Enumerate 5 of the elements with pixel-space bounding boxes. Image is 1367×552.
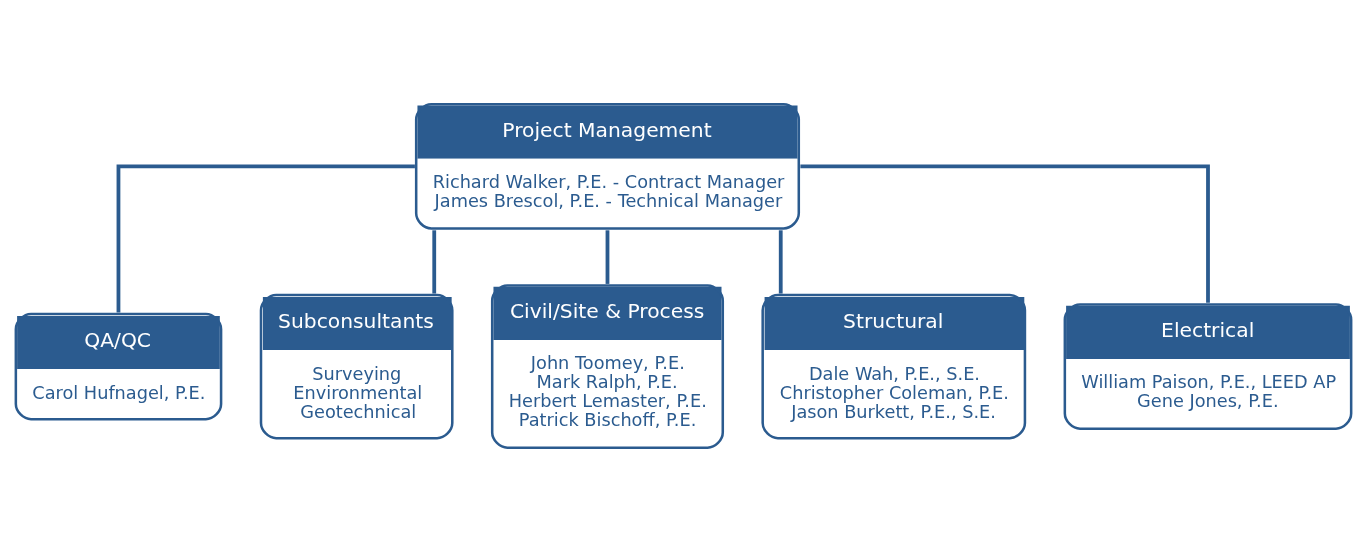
connector [778,230,783,294]
connector [800,164,1210,303]
connector [116,164,415,313]
connector [605,230,610,284]
connector [432,230,437,294]
